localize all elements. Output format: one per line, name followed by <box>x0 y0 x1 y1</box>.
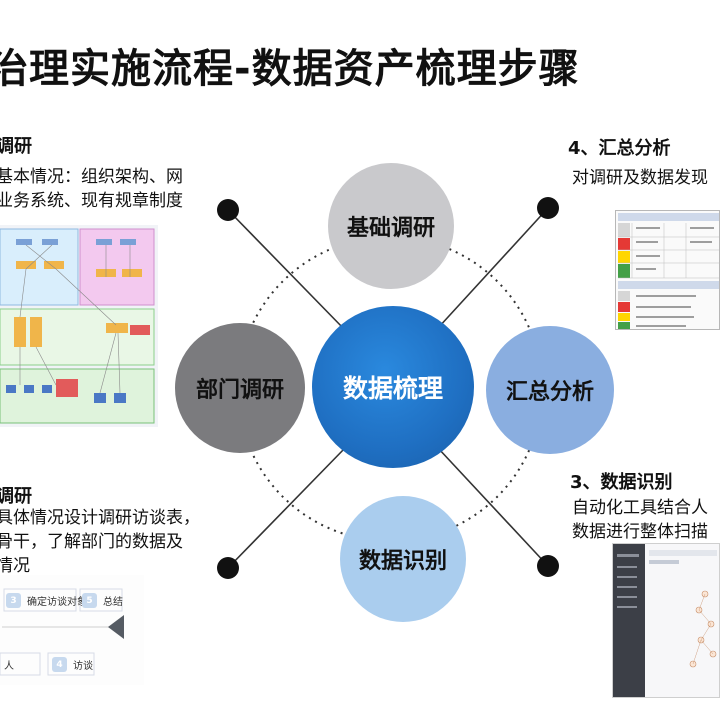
center-node: 数据梳理 <box>312 306 474 468</box>
basic-survey-heading: 调研 <box>0 136 32 157</box>
identify-line-1: 自动化工具结合人 <box>572 498 708 518</box>
connector-line-bottom-left <box>227 447 346 569</box>
connector-line-bottom-right <box>437 447 549 567</box>
scan-tool-thumbnail <box>612 543 720 698</box>
connector-line-top-left <box>227 209 346 331</box>
dot-top-left <box>217 199 239 221</box>
dept-survey-line-1: 具体情况设计调研访谈表， <box>0 508 200 528</box>
dept-survey-line-2: 骨干，了解部门的数据及 <box>0 532 183 552</box>
step-number: 3 <box>6 593 21 608</box>
step-person: 人 <box>4 657 14 672</box>
connector-line-top-right <box>437 207 549 329</box>
architecture-diagram-thumbnail <box>0 225 158 427</box>
basic-survey-line-1: 基本情况：组织架构、网 <box>0 167 183 187</box>
node-basic-survey: 基础调研 <box>328 163 454 289</box>
interview-steps-thumbnail: 3 确定访谈对象 5 总结 人 4 访谈 <box>0 575 144 685</box>
step-number: 4 <box>52 657 67 672</box>
step-label: 人 <box>4 661 14 672</box>
step-identify-interviewees: 3 确定访谈对象 <box>6 593 87 608</box>
node-data-identification-label: 数据识别 <box>358 549 447 574</box>
node-summary-analysis-label: 汇总分析 <box>505 380 594 405</box>
basic-survey-line-2: 业务系统、现有规章制度 <box>0 191 183 211</box>
node-data-identification: 数据识别 <box>340 496 466 622</box>
step-label: 确定访谈对象 <box>27 597 87 608</box>
center-node-label: 数据梳理 <box>342 374 443 403</box>
summary-line-1: 对调研及数据发现 <box>572 168 708 188</box>
step-label: 访谈 <box>73 661 93 672</box>
step-number: 5 <box>82 593 97 608</box>
step-label: 总结 <box>103 597 123 608</box>
node-department-survey: 部门调研 <box>175 323 305 453</box>
node-summary-analysis: 汇总分析 <box>486 326 614 454</box>
dot-top-right <box>537 197 559 219</box>
node-basic-survey-label: 基础调研 <box>346 216 435 241</box>
identify-heading: 3、数据识别 <box>570 472 673 493</box>
step-summary: 5 总结 <box>82 593 123 608</box>
dot-bottom-left <box>217 557 239 579</box>
summary-heading: 4、汇总分析 <box>568 138 671 159</box>
identify-line-2: 数据进行整体扫描 <box>572 522 708 542</box>
dot-bottom-right <box>537 555 559 577</box>
dept-survey-line-3: 情况 <box>0 556 30 576</box>
page-title: 治理实施流程-数据资产梳理步骤 <box>0 46 580 92</box>
summary-table-thumbnail <box>615 210 720 330</box>
dept-survey-heading: 调研 <box>0 486 32 507</box>
node-department-survey-label: 部门调研 <box>195 378 284 403</box>
step-interview: 4 访谈 <box>52 657 93 672</box>
